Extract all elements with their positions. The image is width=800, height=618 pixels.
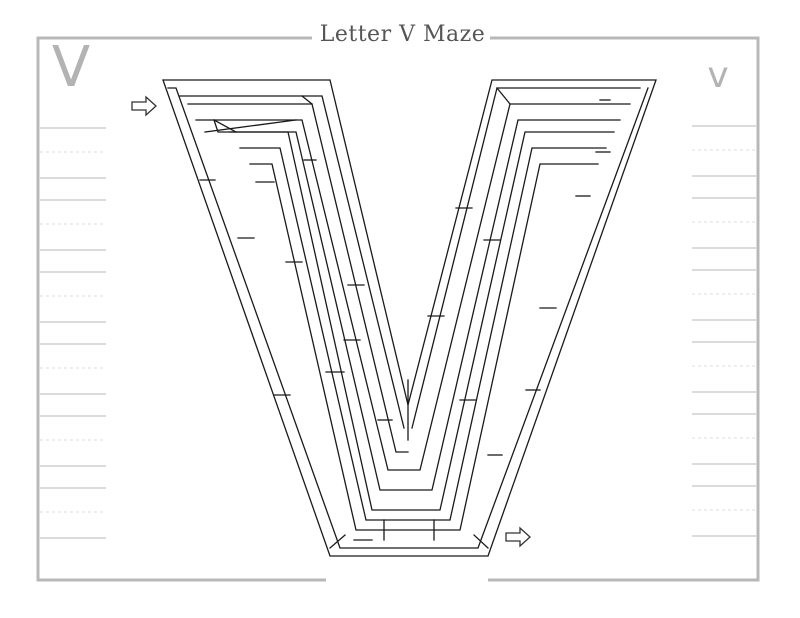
maze-inner-wall xyxy=(167,87,649,549)
start-arrow-icon xyxy=(131,95,157,117)
finish-arrow-icon xyxy=(505,526,531,548)
page-title: Letter V Maze xyxy=(315,20,490,50)
maze xyxy=(162,79,657,557)
left-writing-lines xyxy=(40,127,106,539)
right-writing-lines xyxy=(692,125,756,537)
page-border xyxy=(36,36,760,582)
lowercase-letter: v xyxy=(707,55,729,96)
maze-outer-wall xyxy=(162,79,657,557)
uppercase-letter: V xyxy=(51,35,91,100)
